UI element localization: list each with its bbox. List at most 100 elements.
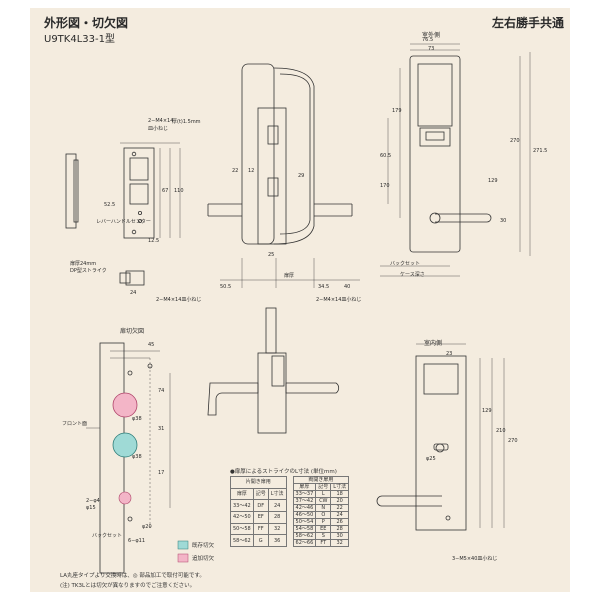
- cell: 42〜50: [230, 510, 254, 524]
- model-number: U9TK4L33-1型: [44, 34, 115, 45]
- hole-note-2: φ15: [86, 505, 96, 511]
- backset-label: バックセット: [92, 533, 123, 539]
- dim-label: 67: [162, 188, 169, 194]
- cell: EE: [315, 525, 332, 533]
- lever-center-label: レバーハンドルセンター: [96, 219, 151, 225]
- phi38b-label: φ38: [132, 454, 142, 460]
- cell: 46〜50: [292, 511, 317, 519]
- cell: FF: [252, 522, 269, 536]
- m5-screw-label: 3−M5×40皿小ねじ: [452, 556, 498, 562]
- phi38-label: φ38: [132, 416, 142, 422]
- dim-label: 270: [508, 438, 518, 444]
- door-thickness-label: 扉厚: [284, 273, 295, 279]
- dim-label: 50.5: [220, 284, 232, 290]
- cell: 18: [330, 490, 350, 498]
- cell: FT: [315, 539, 332, 547]
- col-head: 記号: [315, 483, 332, 491]
- dim-label: 25: [268, 252, 275, 258]
- cell: EF: [252, 510, 269, 524]
- small-cut-circle: [118, 491, 132, 505]
- cell: 20: [330, 497, 350, 505]
- dim-label: 17: [158, 470, 165, 476]
- cell: 50〜54: [292, 518, 317, 526]
- replacement-note: LA丸座タイプより交換時は、◎ 部品加工で取付可能です。: [60, 573, 205, 579]
- screw-type-label: 皿小ねじ: [148, 126, 169, 132]
- drawing-sheet: 外形図・切欠図 U9TK4L33-1型 左右勝手共通: [30, 8, 570, 592]
- cell: 33〜37: [292, 490, 317, 498]
- cell: 37〜42: [292, 497, 317, 505]
- cell: S: [315, 532, 332, 540]
- lock-body-view: [207, 307, 340, 434]
- cell: O: [315, 511, 332, 519]
- six-hole-label: 6−φ11: [128, 538, 146, 544]
- dim-label: 34.5: [318, 284, 330, 290]
- dim-label: 12.5: [148, 238, 160, 244]
- cell: 32: [267, 522, 287, 536]
- cell: 32: [330, 539, 350, 547]
- cell: 22: [330, 504, 350, 512]
- dim-label: 129: [488, 178, 498, 184]
- cell: 54〜58: [292, 525, 317, 533]
- caution-note: (注) TK3Lとは切欠が異なりますのでご注意ください。: [60, 583, 196, 589]
- dim-label: 40: [344, 284, 351, 290]
- legend-swatch-added: [177, 553, 189, 563]
- thickness-note: 厚(t)1.5mm: [172, 119, 201, 125]
- cell: 36: [267, 534, 287, 547]
- cell: 58〜62: [292, 532, 317, 540]
- dim-label: 110: [174, 188, 184, 194]
- cell: 33〜42: [230, 499, 254, 512]
- dim-label: 12: [248, 168, 255, 174]
- dim-label: 74: [158, 388, 165, 394]
- dim-label: 22: [232, 168, 239, 174]
- dim-label: 45: [148, 342, 155, 348]
- case-depth-label: ケース深さ: [400, 272, 425, 278]
- side-elevation-view: [207, 63, 360, 288]
- door-thickness-note: 扉厚24mm: [70, 261, 97, 267]
- col-head: 扉厚: [292, 483, 317, 491]
- dim-label: 270: [510, 138, 520, 144]
- dim-label: 60.5: [380, 153, 392, 159]
- exterior-view-label: 室外側: [422, 32, 441, 39]
- legend-added: 追加切欠: [192, 556, 215, 562]
- cell: 50〜58: [230, 522, 254, 536]
- exterior-view: [380, 43, 531, 277]
- cell: N: [315, 504, 332, 512]
- phi25-label: φ25: [426, 456, 436, 462]
- dim-label: 129: [482, 408, 492, 414]
- table-caption: ●扉厚によるストライクのL寸法 (単位mm): [230, 469, 337, 475]
- backset-label-2: バックセット: [390, 261, 421, 267]
- dim-label: 73: [428, 46, 435, 52]
- cell: DF: [252, 499, 269, 512]
- drawing-lines: [65, 43, 531, 574]
- cell: G: [252, 534, 269, 547]
- cell: 30: [330, 532, 350, 540]
- legend-swatch-existing: [177, 540, 189, 550]
- screw-note-bottom-2: 2−M4×14皿小ねじ: [316, 297, 362, 303]
- cell: 24: [330, 511, 350, 519]
- dim-label: 30: [500, 218, 507, 224]
- cell: 28: [267, 510, 287, 524]
- cell: 42〜46: [292, 504, 317, 512]
- cell: 28: [330, 525, 350, 533]
- dim-label: 210: [496, 428, 506, 434]
- dim-label: 271.5: [533, 148, 548, 154]
- dim-label: 29: [298, 173, 305, 179]
- dim-label: 170: [380, 183, 390, 189]
- door-cutout-view: [86, 342, 171, 574]
- add-cut-circle: [112, 392, 138, 418]
- interior-view-label: 室内側: [424, 340, 443, 347]
- screw-note-bottom: 2−M4×14皿小ねじ: [156, 297, 202, 303]
- cell: 24: [267, 499, 287, 512]
- existing-cut-circle: [112, 432, 138, 458]
- dim-label: 179: [392, 108, 402, 114]
- strike-plate-view: [65, 142, 181, 286]
- col-head: 扉厚: [230, 487, 254, 501]
- cell: 62〜66: [292, 539, 317, 547]
- interior-view: [376, 343, 505, 531]
- handing-note: 左右勝手共通: [492, 16, 565, 30]
- dim-label: 23: [446, 351, 453, 357]
- table-head: 両開き扉用: [292, 476, 350, 484]
